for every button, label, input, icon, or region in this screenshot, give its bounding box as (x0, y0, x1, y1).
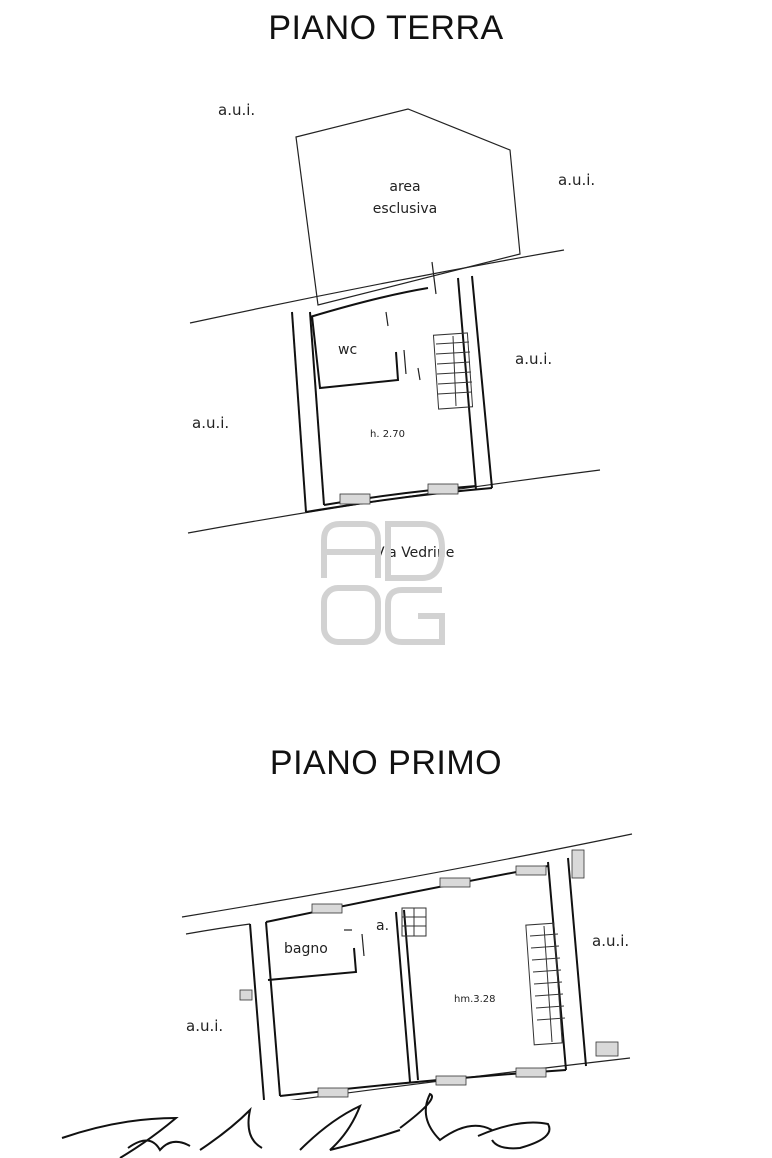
ground-window-right (427, 483, 459, 495)
aui-label: a.u.i. (218, 101, 255, 119)
first-window-side-right-top (571, 849, 585, 879)
first-window-top-right (515, 865, 547, 876)
ground-window-left (339, 493, 371, 505)
aui-label: a.u.i. (186, 1017, 223, 1035)
first-floor-plan: bagno a. a.u.i. a.u.i. hm.3.28 (181, 833, 633, 1100)
wc-door-jamb-2 (403, 349, 407, 375)
aui-label: a.u.i. (515, 350, 552, 368)
first-floor-title: PIANO PRIMO (269, 744, 503, 782)
ground-interior-tick (417, 367, 421, 381)
street-label: Via Vedrine (375, 545, 454, 561)
wc-partition (311, 315, 400, 390)
ground-left-wall-inner (309, 311, 325, 506)
handwritten-signature-icon (61, 1092, 551, 1158)
ground-floor-plan: a.u.i. a.u.i. a.u.i. a.u.i. area esclusi… (187, 101, 601, 561)
area-label: area (389, 179, 420, 195)
first-window-side-left (239, 989, 253, 1001)
aui-label: a.u.i. (558, 171, 595, 189)
first-window-top-mid (439, 877, 471, 888)
first-window-bottom-left (317, 1087, 349, 1098)
landing-label: a. (376, 918, 389, 934)
wc-door-jamb (385, 311, 389, 327)
first-window-bottom-right (515, 1067, 547, 1078)
ground-bottom-wall-outer (305, 487, 493, 513)
aog-logo-watermark-icon (321, 521, 446, 645)
first-window-top-left (311, 903, 343, 914)
aui-label: a.u.i. (192, 414, 229, 432)
first-main-staircase (525, 922, 566, 1046)
bagno-partition (267, 947, 358, 981)
ground-staircase (432, 332, 474, 410)
exclusive-area-outline (295, 108, 521, 306)
first-left-wall-outer (249, 923, 265, 1100)
ground-upper-boundary (189, 249, 565, 324)
ground-right-wall-outer (471, 275, 493, 489)
aui-label: a.u.i. (592, 932, 629, 950)
ground-right-wall-inner (457, 277, 477, 491)
first-central-wall (395, 911, 411, 1083)
first-central-wall-2 (403, 909, 419, 1081)
first-window-bottom-mid (435, 1075, 467, 1086)
bagno-door-jamb (361, 933, 365, 957)
ground-door-line (431, 261, 437, 295)
area-label: esclusiva (373, 201, 437, 217)
bagno-label: bagno (284, 941, 328, 957)
first-upper-boundary (181, 833, 633, 918)
ground-floor-title: PIANO TERRA (268, 9, 504, 47)
ground-left-wall-outer (291, 311, 307, 513)
ground-top-wall (309, 287, 429, 318)
room-height-label: h. 2.70 (370, 429, 405, 440)
first-right-wall-outer (567, 857, 587, 1067)
room-height-label: hm.3.28 (454, 994, 496, 1005)
wc-label: wc (338, 342, 357, 358)
first-small-staircase (401, 907, 427, 937)
first-left-wall-inner (265, 921, 281, 1097)
first-window-side-right-bottom (595, 1041, 619, 1057)
first-top-wall (265, 865, 549, 923)
first-upper-boundary-left (185, 923, 251, 935)
